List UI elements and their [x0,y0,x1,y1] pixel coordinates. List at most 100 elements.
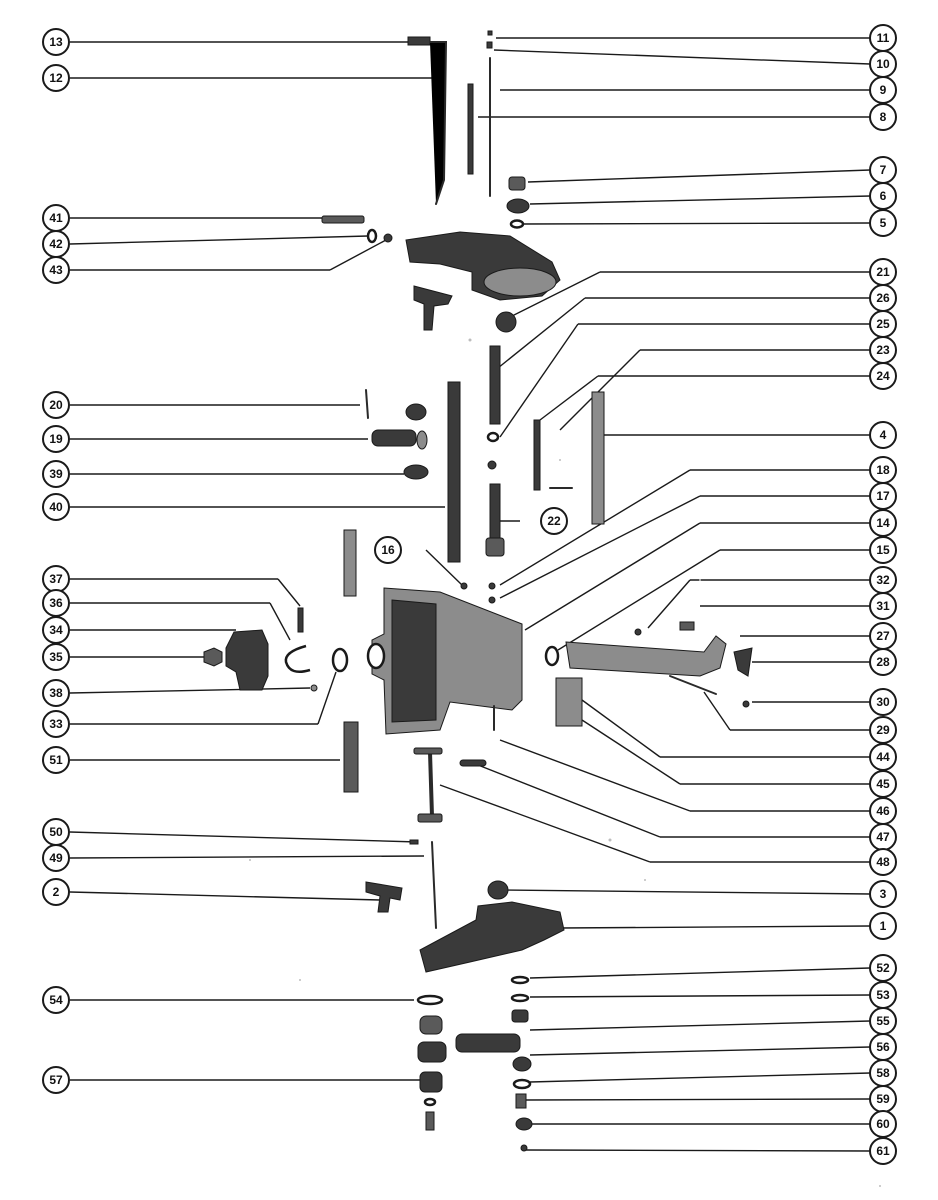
tube-4 [591,391,605,525]
screw-31 [679,621,695,631]
callout-35: 35 [42,643,70,671]
callout-38: 38 [42,679,70,707]
callout-13: 13 [42,28,70,56]
svg-text:52: 52 [876,961,890,975]
callout-59: 59 [869,1085,897,1113]
svg-text:31: 31 [876,599,890,613]
svg-text:34: 34 [49,623,63,637]
screw-48-foot [417,813,443,823]
clamp-34 [225,629,269,691]
svg-text:12: 12 [49,71,63,85]
callout-54: 54 [42,986,70,1014]
nut-6 [506,198,530,214]
nut-30 [742,700,750,708]
svg-text:40: 40 [49,500,63,514]
callout-26: 26 [869,284,897,312]
callout-57: 57 [42,1066,70,1094]
callout-53: 53 [869,981,897,1009]
callout-33: 33 [42,710,70,738]
callout-1: 1 [869,912,897,940]
callout-50: 50 [42,818,70,846]
svg-text:17: 17 [876,489,890,503]
svg-text:22: 22 [547,514,561,528]
sleeve-44 [555,677,583,727]
bolt-29 [669,675,717,695]
screw-48-head [413,747,443,755]
pin-61 [520,1144,528,1152]
callout-56: 56 [869,1033,897,1061]
svg-text:5: 5 [880,216,887,230]
svg-text:15: 15 [876,543,890,557]
svg-text:47: 47 [876,830,890,844]
nut-7 [508,176,526,191]
bolt-41 [321,215,365,224]
svg-text:57: 57 [49,1073,63,1087]
svg-text:2: 2 [53,885,60,899]
svg-text:19: 19 [49,432,63,446]
callout-31: 31 [869,592,897,620]
svg-text:50: 50 [49,825,63,839]
callout-9: 9 [869,76,897,104]
bushing-left-stack [419,1015,443,1035]
washer-42 [366,228,378,244]
svg-text:9: 9 [880,83,887,97]
svg-text:10: 10 [876,57,890,71]
svg-text:59: 59 [876,1092,890,1106]
shaft-26 [489,345,501,425]
pin-20 [365,389,369,419]
callout-42: 42 [42,230,70,258]
callout-60: 60 [869,1110,897,1138]
callout-32: 32 [869,566,897,594]
spring-19-end [416,430,428,450]
svg-text:43: 43 [49,263,63,277]
washer-54 [416,994,444,1006]
callout-45: 45 [869,770,897,798]
screw-48 [428,750,434,818]
callout-28: 28 [869,648,897,676]
pin-38 [310,684,318,692]
washer-58 [512,1078,532,1090]
svg-text:29: 29 [876,723,890,737]
bushing-20 [405,403,427,421]
callout-41: 41 [42,204,70,232]
svg-text:58: 58 [876,1066,890,1080]
svg-text:25: 25 [876,317,890,331]
bushing-57 [419,1071,443,1093]
svg-text:33: 33 [49,717,63,731]
callout-43: 43 [42,256,70,284]
svg-text:60: 60 [876,1117,890,1131]
bushing-39 [403,464,429,480]
washer-52 [510,975,530,985]
svg-text:11: 11 [877,31,890,45]
svg-text:24: 24 [876,369,890,383]
callout-39: 39 [42,460,70,488]
callout-19: 19 [42,425,70,453]
upper-bracket-boss [483,267,557,297]
callout-5: 5 [869,209,897,237]
bushing-3 [487,880,509,900]
screw-37 [297,607,304,633]
callout-29: 29 [869,716,897,744]
callout-18: 18 [869,456,897,484]
pin-11 [487,30,493,36]
bushing-55-top [511,1009,529,1023]
parts [203,30,881,1187]
tube-51 [343,721,359,793]
callout-48: 48 [869,848,897,876]
spring-clip-28 [733,647,753,677]
svg-text:3: 3 [880,887,887,901]
callout-6: 6 [869,182,897,210]
bushing-21 [495,311,517,333]
pin-50 [409,839,419,845]
svg-text:6: 6 [880,189,887,203]
svg-text:56: 56 [876,1040,890,1054]
callout-46: 46 [869,797,897,825]
svg-text:20: 20 [49,398,63,412]
washer-14 [544,645,560,667]
roller-left [417,1041,447,1063]
main-bracket-face [391,599,437,723]
callout-58: 58 [869,1059,897,1087]
svg-text:48: 48 [876,855,890,869]
callout-8: 8 [869,103,897,131]
svg-text:42: 42 [49,237,63,251]
